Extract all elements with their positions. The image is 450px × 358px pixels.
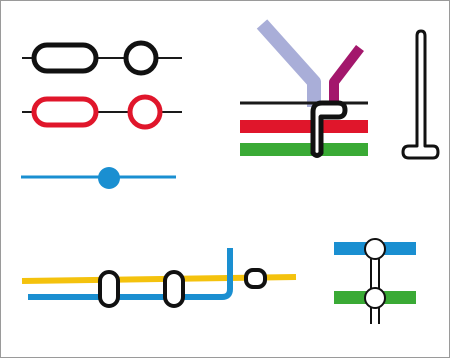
bent-connector-icon	[310, 100, 348, 158]
pin-terminus-icon	[401, 29, 440, 160]
parallel-lines-interchange	[21, 248, 297, 308]
capsule-station-icon	[98, 270, 120, 308]
red-band	[240, 120, 368, 133]
red-line-interchange	[22, 94, 182, 130]
ring-station-icon	[364, 287, 386, 309]
ring-station-icon	[123, 40, 159, 76]
black-line-interchange	[22, 40, 182, 76]
converging-lines-interchange	[240, 19, 368, 158]
solid-dot-station-icon	[98, 167, 120, 189]
capsule-station-icon	[163, 270, 185, 308]
ring-station-icon	[364, 238, 386, 260]
vertical-crossing-interchange	[334, 238, 416, 324]
blue-line	[28, 248, 233, 300]
stadium-station-icon	[31, 96, 99, 128]
lavender-line	[256, 19, 321, 108]
blue-line-stop	[21, 167, 176, 189]
purple-line	[329, 44, 364, 108]
stadium-station-icon	[31, 42, 99, 74]
white-band	[240, 107, 368, 120]
small-station-icon	[244, 268, 267, 289]
white-band	[240, 133, 368, 143]
terminus-symbol	[401, 29, 440, 160]
green-band	[240, 143, 368, 156]
ring-station-icon	[127, 94, 163, 130]
